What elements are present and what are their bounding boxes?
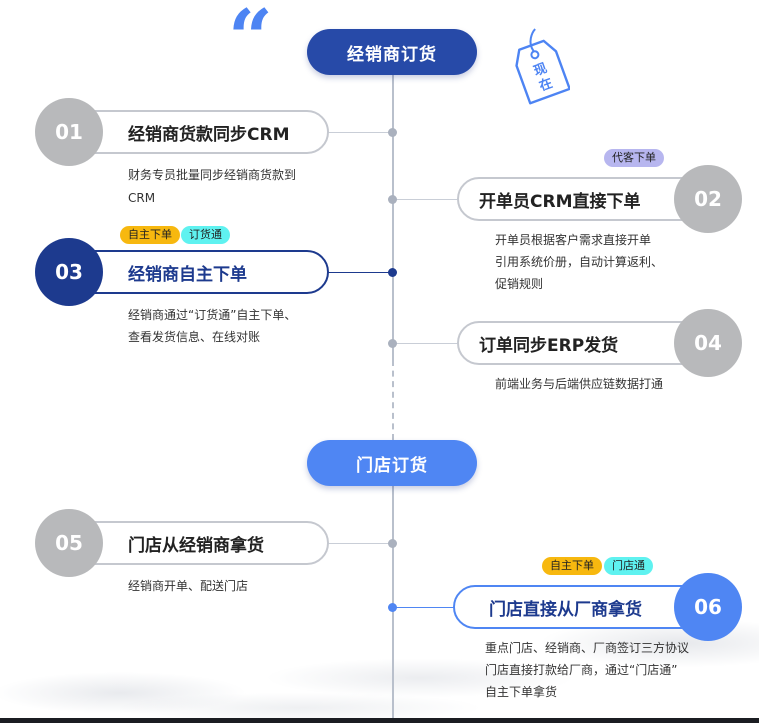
timeline-dot-02: [388, 195, 397, 204]
timeline-dot-06: [388, 603, 397, 612]
connector-03: [318, 272, 390, 273]
step-06-number: 06: [674, 573, 742, 641]
connector-02: [395, 199, 461, 200]
price-tag-icon: 现 在: [515, 28, 570, 105]
badge-self-order: 自主下单: [120, 226, 180, 244]
bottom-edge-bar: [0, 718, 759, 723]
step-06-title: 门店直接从厂商拿货: [453, 585, 707, 629]
step-05-title: 门店从经销商拿货: [68, 521, 329, 565]
step-03-number: 03: [35, 238, 103, 306]
step-05-number: 05: [35, 509, 103, 577]
timeline-line-lower: [392, 486, 394, 718]
step-06-desc-line: 自主下单拿货: [485, 685, 558, 699]
section-dealer-ordering: 经销商订货: [307, 29, 477, 75]
timeline-dot-04: [388, 339, 397, 348]
step-04-number: 04: [674, 309, 742, 377]
step-05-desc-line: 经销商开单、配送门店: [128, 579, 249, 593]
step-01-number: 01: [35, 98, 103, 166]
connector-06: [395, 607, 455, 608]
connector-04: [395, 343, 461, 344]
badge-store-app: 门店通: [604, 557, 653, 575]
quote-icon: “: [228, 0, 273, 84]
step-02-title: 开单员CRM直接下单: [457, 177, 707, 221]
timeline-dot-05: [388, 539, 397, 548]
timeline-dot-03: [388, 268, 397, 277]
step-02-desc-line: 促销规则: [495, 277, 544, 291]
section-store-ordering: 门店订货: [307, 440, 477, 486]
timeline-dot-01: [388, 128, 397, 137]
step-03-title: 经销商自主下单: [68, 250, 329, 294]
tag-text: 现: [532, 61, 549, 80]
badge-order-app: 订货通: [181, 226, 230, 244]
step-02-desc-line: 开单员根据客户需求直接开单: [495, 233, 652, 247]
step-01-desc-line: 财务专员批量同步经销商货款到: [128, 168, 297, 182]
connector-05: [318, 543, 390, 544]
connector-01: [318, 132, 390, 133]
step-04-title: 订单同步ERP发货: [457, 321, 707, 365]
step-02-desc-line: 引用系统价册，自动计算返利、: [495, 255, 664, 269]
step-01-title: 经销商货款同步CRM: [68, 110, 329, 154]
badge-agent-order: 代客下单: [604, 149, 664, 167]
step-01-desc-line: CRM: [128, 191, 156, 205]
step-03-desc-line: 经销商通过“订货通”自主下单、: [128, 308, 297, 322]
step-06-desc-line: 重点门店、经销商、厂商签订三方协议: [485, 641, 690, 655]
step-02-number: 02: [674, 165, 742, 233]
step-04-desc-line: 前端业务与后端供应链数据打通: [495, 377, 664, 391]
step-06-desc-line: 门店直接打款给厂商，通过“门店通”: [485, 663, 678, 677]
step-03-desc-line: 查看发货信息、在线对账: [128, 330, 261, 344]
timeline-dashed: [392, 360, 394, 440]
badge-self-order: 自主下单: [542, 557, 602, 575]
timeline-line: [392, 70, 394, 360]
svg-text:在: 在: [537, 75, 555, 94]
